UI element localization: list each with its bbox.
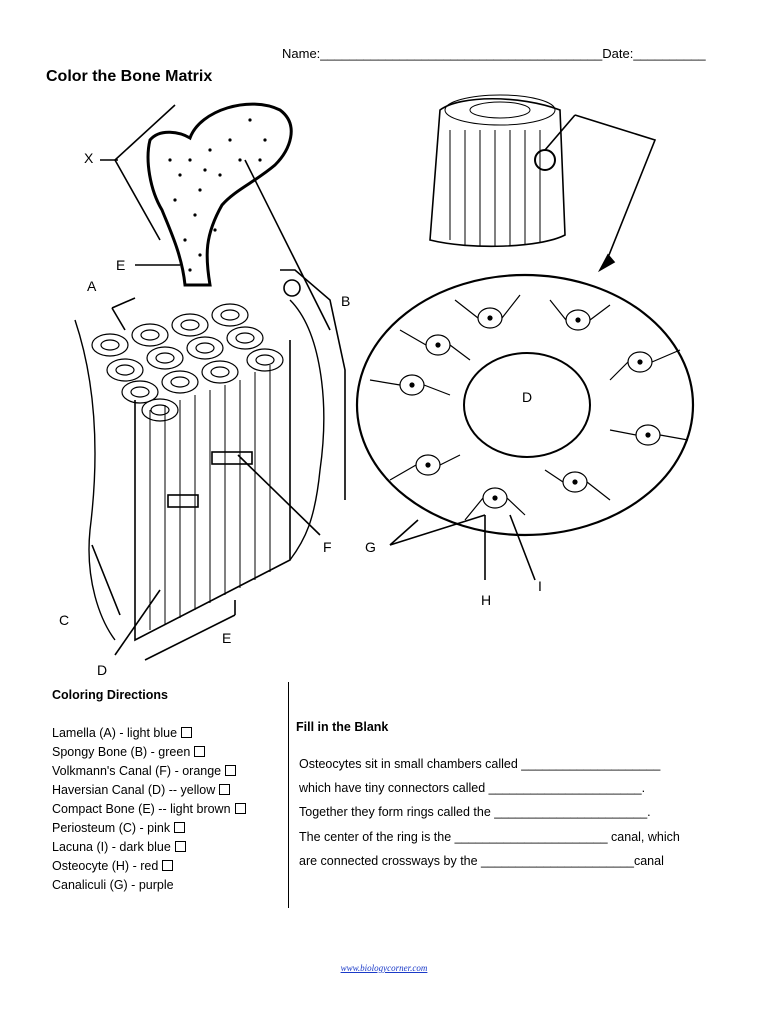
fill-blank-line: Osteocytes sit in small chambers called … [299,757,661,771]
list-item-text: Spongy Bone (B) - green [52,745,191,759]
checkbox-icon [181,727,193,738]
label-e-bottom: E [222,630,232,646]
list-item-text: Lacuna (I) - dark blue [52,840,171,854]
fill-in-blank-title: Fill in the Blank [296,720,389,734]
list-item: Periosteum (C) - pink [52,819,246,838]
list-item: Volkmann's Canal (F) - orange [52,762,246,781]
label-h: H [481,592,492,608]
osteon-cylinder-illustration [429,94,657,273]
checkbox-icon [225,765,237,776]
label-e-top: E [116,257,126,273]
checkbox-icon [162,860,174,871]
footer-link[interactable]: www.biologycorner.com [340,963,428,973]
label-a: A [87,278,97,294]
list-item-text: Canaliculi (G) - purple [52,878,174,892]
list-item-text: Osteocyte (H) - red [52,859,159,873]
list-item-text: Periosteum (C) - pink [52,821,171,835]
list-item: Osteocyte (H) - red [52,857,246,876]
column-divider [288,682,289,908]
worksheet-title: Color the Bone Matrix [46,68,213,85]
list-item-text: Lamella (A) - light blue [52,726,178,740]
list-item-text: Compact Bone (E) -- light brown [52,802,231,816]
checkbox-icon [174,822,186,833]
label-g: G [365,539,376,555]
label-b: B [341,293,351,309]
list-item: Compact Bone (E) -- light brown [52,800,246,819]
fill-in-blank-list: Osteocytes sit in small chambers called … [299,752,680,873]
list-item-text: Haversian Canal (D) -- yellow [52,783,216,797]
checkbox-icon [234,803,246,814]
fill-blank-line: which have tiny connectors called ______… [299,781,646,796]
bone-matrix-diagram [74,94,695,661]
femur-head-illustration [100,102,331,331]
list-item: Lamella (A) - light blue [52,724,246,743]
label-c: C [59,612,70,628]
list-item: Canaliculi (G) - purple [52,876,246,895]
compact-bone-block-illustration [74,269,346,661]
fill-blank-line: Together they form rings called the ____… [299,805,651,820]
fill-blank-line: The center of the ring is the __________… [299,829,680,844]
label-d-bottom: D [97,662,108,678]
checkbox-icon [194,746,206,757]
list-item: Haversian Canal (D) -- yellow [52,781,246,800]
list-item: Spongy Bone (B) - green [52,743,246,762]
label-d-center: D [522,389,533,405]
list-item-text: Volkmann's Canal (F) - orange [52,764,222,778]
coloring-directions-title: Coloring Directions [52,688,168,702]
label-x: X [84,150,94,166]
osteon-cross-section-illustration [355,273,695,581]
checkbox-icon [219,784,231,795]
checkbox-icon [174,841,186,852]
label-i: I [538,578,542,594]
coloring-directions-list: Lamella (A) - light blue Spongy Bone (B)… [52,724,246,895]
name-date-line: Name:___________________________________… [282,46,706,61]
label-f: F [323,539,332,555]
list-item: Lacuna (I) - dark blue [52,838,246,857]
fill-blank-line: are connected crossways by the _________… [299,853,664,868]
